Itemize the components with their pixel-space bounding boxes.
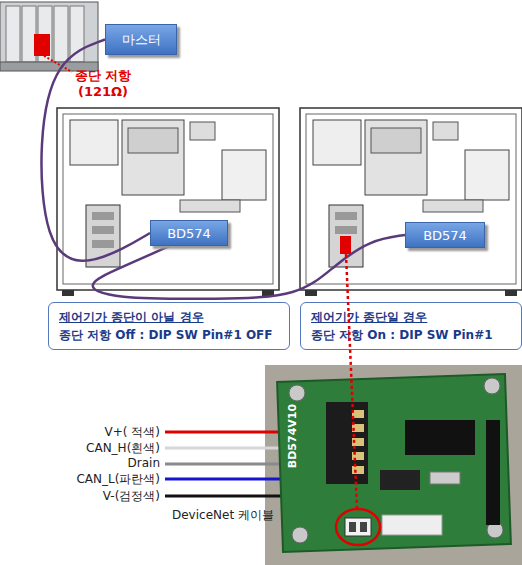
board-photo — [265, 365, 522, 565]
terminal-pad — [352, 424, 364, 432]
cabinet-body — [300, 108, 522, 290]
board-part — [92, 240, 114, 248]
amp-panel — [371, 128, 421, 153]
pin-header — [486, 420, 500, 525]
node-heading: 마스터 — [122, 31, 161, 49]
board-part — [92, 226, 114, 234]
node-heading: 제어기가 종단일 경우 — [311, 308, 511, 326]
terminator-label: 종단 저항 (121Ω) — [68, 68, 138, 100]
cpu-unit — [465, 150, 509, 200]
pcb-board — [277, 374, 511, 552]
terminal-pad — [352, 466, 364, 474]
terminal-pad — [352, 438, 364, 446]
terminal-pad — [352, 410, 364, 418]
node-text: 종단 저항 Off : DIP SW Pin#1 OFF — [59, 326, 279, 344]
photo-background — [265, 365, 522, 565]
terminator-mark — [340, 236, 351, 254]
board-part — [335, 212, 357, 220]
leader-line — [44, 56, 72, 72]
signal-name: V+( 적색) — [40, 424, 160, 440]
io-board — [86, 205, 120, 267]
sticker — [382, 515, 442, 535]
dip-lever — [360, 522, 367, 532]
crystal — [430, 472, 460, 484]
board-part — [92, 212, 114, 220]
note-box: 제어기가 종단일 경우종단 저항 On : DIP SW Pin#1 — [300, 302, 522, 350]
dip-lever — [349, 522, 356, 532]
screw — [292, 527, 308, 543]
plc-rack — [0, 2, 98, 72]
cabinet-frame — [306, 114, 516, 284]
signal-name: Drain — [40, 455, 160, 471]
amp-unit — [365, 120, 427, 195]
din-rail — [180, 200, 240, 212]
highlight-circle — [336, 509, 380, 545]
board-marking: BD574V10 — [285, 401, 301, 471]
cabinet-body — [57, 108, 279, 290]
board-part — [335, 226, 357, 234]
leader-line — [346, 254, 357, 509]
cabinet-foot — [62, 290, 74, 296]
plc-module — [70, 6, 84, 62]
cable-name: DeviceNet 케이블 — [172, 507, 292, 523]
amp-panel — [128, 128, 178, 153]
controller-cabinet — [300, 108, 522, 296]
master-label: 마스터 — [105, 24, 177, 55]
terminal-block — [326, 402, 368, 484]
terminal-pad — [352, 452, 364, 460]
dip-switch — [345, 518, 371, 536]
din-rail — [423, 200, 483, 212]
signal-name: CAN_H(흰색) — [40, 440, 160, 456]
signal-name: CAN_L(파란색) — [40, 471, 160, 487]
amp-unit — [122, 120, 184, 195]
cabinet-frame — [63, 114, 273, 284]
signal-name: V-(검정색) — [40, 488, 160, 504]
cable-connector — [93, 235, 405, 299]
power-unit — [70, 120, 118, 165]
cable-connector — [41, 40, 150, 261]
plc-module — [22, 6, 36, 62]
cabinet-foot — [305, 290, 317, 296]
node-heading: BD574 — [167, 226, 211, 241]
relay-unit — [433, 122, 458, 140]
terminator-mark — [34, 34, 50, 56]
module-label: BD574 — [405, 222, 485, 248]
cabinet-foot — [262, 290, 274, 296]
screw — [484, 378, 500, 394]
node-heading: BD574 — [423, 228, 467, 243]
node-heading: 제어기가 종단이 아닐 경우 — [59, 308, 279, 326]
plc-body — [0, 2, 98, 70]
module-label: BD574 — [150, 220, 228, 246]
power-unit — [313, 120, 361, 165]
controller-cabinet — [57, 108, 279, 296]
plc-module — [54, 6, 68, 62]
cabinet-foot — [505, 290, 517, 296]
cpu-unit — [222, 150, 266, 200]
node-text: 종단 저항 On : DIP SW Pin#1 — [311, 326, 511, 344]
ic-chip — [380, 470, 420, 490]
screw — [289, 385, 305, 401]
relay-unit — [190, 122, 215, 140]
plc-module — [6, 6, 20, 62]
note-box: 제어기가 종단이 아닐 경우종단 저항 Off : DIP SW Pin#1 O… — [48, 302, 290, 350]
ic-chip — [405, 420, 475, 455]
io-board — [329, 205, 363, 267]
